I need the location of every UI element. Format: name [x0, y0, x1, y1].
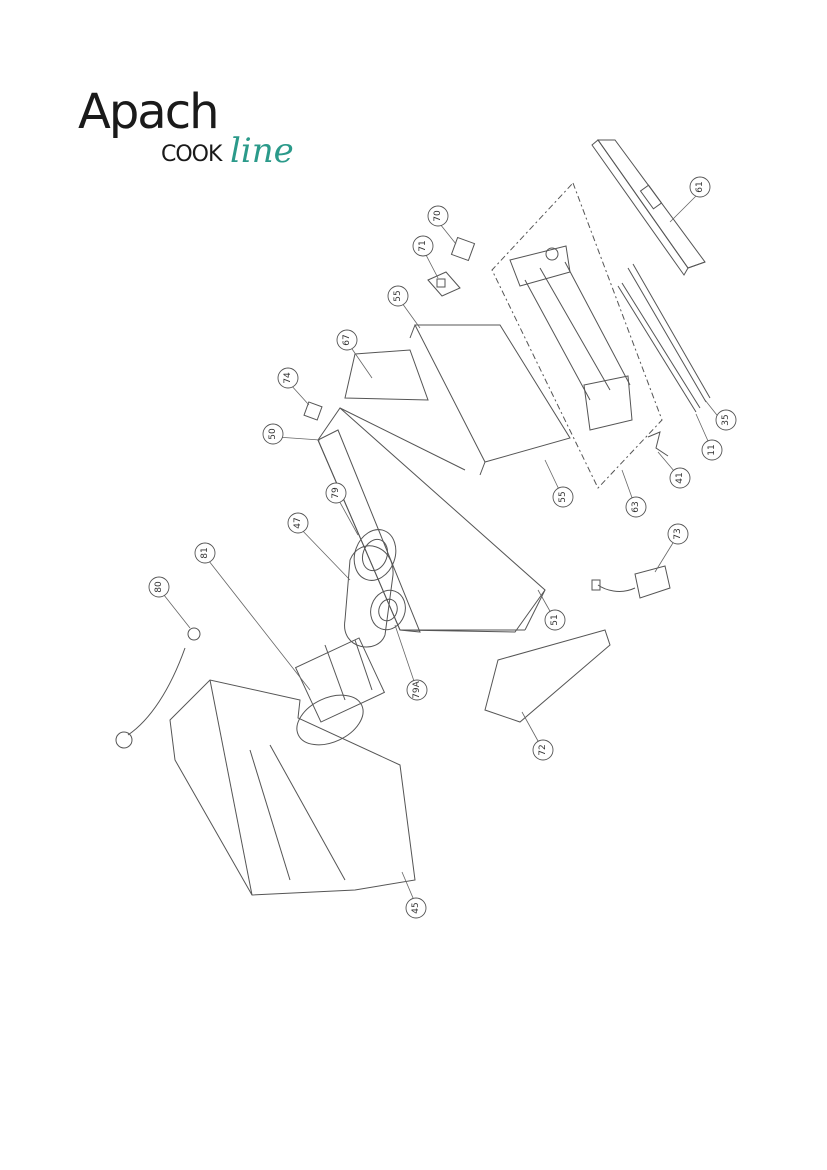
- callout-number: 67: [342, 334, 352, 345]
- callout-number: 80: [154, 581, 164, 593]
- part-71-plate: [427, 271, 461, 297]
- callout-c50: 50: [262, 423, 284, 445]
- callout-c79a: 79A: [406, 679, 428, 701]
- callout-c79: 79: [325, 482, 347, 504]
- callout-number: 63: [631, 501, 641, 512]
- callout-circle: [532, 739, 554, 761]
- callout-number: 41: [675, 472, 685, 483]
- leader-lines: [159, 191, 725, 906]
- callout-number: 45: [411, 902, 421, 913]
- logo-script-text: line: [230, 131, 294, 171]
- part-45-base: [169, 679, 416, 896]
- callout-c47: 47: [287, 512, 309, 534]
- callout-number: 61: [695, 181, 705, 192]
- callout-number: 55: [558, 491, 568, 502]
- callout-circle: [406, 679, 428, 701]
- callout-c11: 11: [701, 439, 723, 461]
- callout-number: 51: [550, 614, 560, 625]
- part-80-cable: [115, 627, 201, 749]
- callout-c81: 81: [194, 542, 216, 564]
- callout-circle: [405, 897, 427, 919]
- callout-c51: 51: [544, 609, 566, 631]
- callout-circle: [387, 285, 409, 307]
- logo-sub-text: COOK: [161, 142, 222, 167]
- callout-number: 50: [268, 428, 278, 440]
- part-35-11-rod: [617, 263, 711, 413]
- callout-circle: [715, 409, 737, 431]
- part-79a-pulley: [370, 589, 406, 631]
- callout-circle: [148, 576, 170, 598]
- callout-circle: [262, 423, 284, 445]
- callout-c71: 71: [412, 235, 434, 257]
- part-61-cover: [591, 139, 706, 276]
- part-72-side-plate: [484, 629, 611, 723]
- part-41-clip: [647, 431, 669, 457]
- callout-number: 55: [393, 290, 403, 301]
- callout-c80: 80: [148, 576, 170, 598]
- callout-c73: 73: [667, 523, 689, 545]
- part-73-pedal: [591, 565, 671, 599]
- part-67-side-panel: [344, 349, 429, 401]
- callout-c72: 72: [532, 739, 554, 761]
- part-79-pulley: [353, 529, 397, 581]
- callout-number: 73: [673, 528, 683, 539]
- callout-c70: 70: [427, 205, 449, 227]
- callout-c45: 45: [405, 897, 427, 919]
- brand-logo: Apach COOK line: [78, 88, 308, 178]
- callout-number: 47: [293, 517, 303, 528]
- logo-brand-text: Apach: [78, 84, 220, 140]
- callout-number: 11: [707, 444, 717, 455]
- callout-number: 71: [418, 240, 428, 251]
- callout-circle: [325, 482, 347, 504]
- part-55-top-panel: [409, 324, 571, 476]
- callout-number: 70: [433, 210, 443, 222]
- callout-labels: 61 70 71 55 67 74 50 35 11 41 63 55 79 47 81 80 73 51 79A 7…: [148, 176, 737, 919]
- callout-circle: [336, 329, 358, 351]
- callout-c55a: 55: [387, 285, 409, 307]
- rollers: [509, 245, 633, 431]
- callout-circle: [701, 439, 723, 461]
- callout-circle: [667, 523, 689, 545]
- part-74-knob: [303, 401, 323, 421]
- callout-circle: [544, 609, 566, 631]
- callout-circle: [552, 486, 574, 508]
- callout-c35: 35: [715, 409, 737, 431]
- callout-circle: [625, 496, 647, 518]
- callout-circle: [427, 205, 449, 227]
- callout-circle: [412, 235, 434, 257]
- part-50-housing: [317, 407, 546, 633]
- part-63-roller-frame: [491, 182, 663, 489]
- callout-number: 81: [200, 547, 210, 558]
- callout-circle: [689, 176, 711, 198]
- callout-c63: 63: [625, 496, 647, 518]
- callout-c41: 41: [669, 467, 691, 489]
- callout-c61: 61: [689, 176, 711, 198]
- callout-number: 74: [283, 372, 293, 384]
- callout-c74: 74: [277, 367, 299, 389]
- part-70-switch: [450, 236, 476, 262]
- callout-number: 72: [538, 744, 548, 755]
- callout-circle: [287, 512, 309, 534]
- callout-number: 35: [721, 414, 731, 425]
- callout-circle: [277, 367, 299, 389]
- callout-number: 79A: [412, 680, 422, 698]
- callout-c67: 67: [336, 329, 358, 351]
- callout-circle: [194, 542, 216, 564]
- callout-number: 79: [331, 487, 341, 499]
- callout-circle: [669, 467, 691, 489]
- part-81-motor: [294, 637, 386, 746]
- callout-c55b: 55: [552, 486, 574, 508]
